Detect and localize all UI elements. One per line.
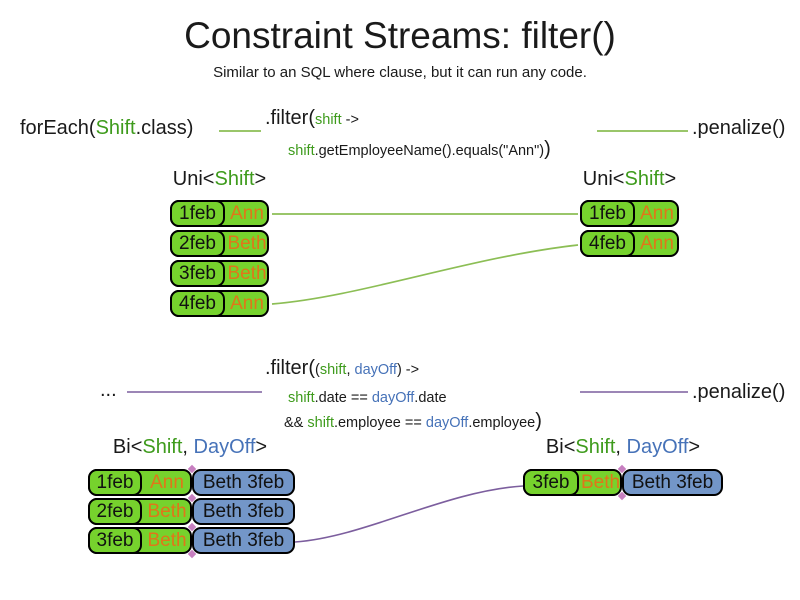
uni-left-label: Uni<Shift>: [170, 168, 269, 190]
label-pre: Uni<: [172, 168, 215, 190]
label-post: >: [255, 436, 268, 458]
table-row: 2feb Beth Beth 3feb: [88, 498, 295, 525]
page-title: Constraint Streams: filter(): [184, 15, 616, 56]
shift-date-cell: 2feb: [170, 230, 225, 257]
shift-name-cell: Beth: [147, 500, 187, 522]
filter-param: shift: [315, 112, 342, 128]
table-row: 1feb Ann Beth 3feb: [88, 469, 295, 496]
label-post: >: [254, 168, 267, 190]
uni-right-table: 1feb Ann 4feb Ann: [580, 200, 679, 257]
lambda-open-paren: (: [315, 362, 320, 378]
filter-bottom-body-line2: && shift.employee == dayOff.employee): [284, 410, 542, 435]
shift-name-cell: Beth: [227, 262, 267, 284]
body-param: shift: [288, 143, 315, 159]
dayoff-box: Beth 3feb: [192, 469, 295, 496]
label-post: >: [664, 168, 677, 190]
filter-close-paren: ): [544, 138, 551, 160]
label-type-shift: Shift: [142, 436, 183, 458]
bi-right-label: Bi<Shift, DayOff>: [523, 436, 723, 458]
connector-row-4feb-ann: [271, 244, 579, 305]
shift-name-cell: Ann: [150, 471, 184, 493]
param-shift: shift: [288, 390, 315, 406]
filter-arrow: ->: [341, 112, 359, 128]
and-operator: &&: [284, 415, 308, 431]
code-filter-bottom: .filter((shift, dayOff) -> shift.date ==…: [265, 356, 542, 435]
label-pre: Uni<: [582, 168, 625, 190]
label-pre: Bi<: [112, 436, 143, 458]
filter-top-signature: .filter(shift ->: [265, 106, 551, 132]
table-row: 3feb Beth Beth 3feb: [523, 469, 723, 496]
dayoff-box: Beth 3feb: [622, 469, 723, 496]
label-separator: ,: [615, 436, 627, 458]
comparison-operator: .employee ==: [333, 415, 426, 431]
lambda-param-shift: shift: [319, 362, 347, 378]
shift-date-cell: 3feb: [88, 527, 142, 554]
label-separator: ,: [182, 436, 194, 458]
shift-name-cell: Beth: [147, 529, 187, 551]
shift-date-cell: 3feb: [523, 469, 579, 496]
table-row: 3feb Beth Beth 3feb: [88, 527, 295, 554]
code-filter-top: .filter(shift -> shift.getEmployeeName()…: [265, 106, 551, 161]
uni-right-label: Uni<Shift>: [580, 168, 679, 190]
table-row: 3feb Beth: [170, 260, 269, 287]
foreach-class-type: Shift: [95, 117, 136, 139]
shift-name-cell: Ann: [230, 202, 264, 224]
shift-date-cell: 4feb: [580, 230, 635, 257]
label-type-dayoff: DayOff: [193, 436, 256, 458]
dayoff-box: Beth 3feb: [192, 498, 295, 525]
shift-name-cell: Beth: [580, 471, 621, 493]
label-type-dayoff: DayOff: [626, 436, 689, 458]
comparison-operator: .date ==: [314, 390, 372, 406]
param-shift: shift: [307, 415, 334, 431]
label-type-shift: Shift: [575, 436, 616, 458]
bi-left-table: 1feb Ann Beth 3feb 2feb Beth Beth 3feb 3…: [88, 469, 295, 554]
foreach-suffix: .class): [135, 117, 194, 139]
page-subtitle: Similar to an SQL where clause, but it c…: [213, 64, 587, 81]
filter-bottom-body-line1: shift.date == dayOff.date: [288, 385, 542, 410]
dayoff-box: Beth 3feb: [192, 527, 295, 554]
filter-method: .filter(: [265, 107, 315, 129]
filter-bottom-signature: .filter((shift, dayOff) ->: [265, 356, 542, 382]
connector-row-3feb-beth: [294, 485, 524, 543]
table-row: 4feb Ann: [170, 290, 269, 317]
code-penalize-bottom: .penalize(): [692, 381, 786, 403]
label-type-shift: Shift: [214, 168, 255, 190]
filter-close-paren: ): [535, 410, 542, 432]
table-row: 4feb Ann: [580, 230, 679, 257]
shift-name-cell: Ann: [230, 292, 264, 314]
shift-name-cell: Ann: [640, 202, 674, 224]
shift-date-cell: 2feb: [88, 498, 142, 525]
employee-accessor: .employee: [468, 415, 536, 431]
shift-name-cell: Beth: [227, 232, 267, 254]
code-ellipsis: ...: [100, 379, 117, 401]
shift-date-cell: 1feb: [88, 469, 142, 496]
label-post: >: [688, 436, 701, 458]
lambda-arrow: ) ->: [396, 362, 420, 378]
filter-method: .filter(: [265, 357, 315, 379]
foreach-prefix: forEach(: [20, 117, 96, 139]
date-accessor: .date: [414, 390, 447, 406]
bi-left-label: Bi<Shift, DayOff>: [60, 436, 320, 458]
body-expression: .getEmployeeName().equals("Ann"): [314, 143, 545, 159]
table-row: 1feb Ann: [170, 200, 269, 227]
param-dayoff: dayOff: [425, 415, 469, 431]
table-row: 1feb Ann: [580, 200, 679, 227]
table-row: 2feb Beth: [170, 230, 269, 257]
shift-date-cell: 4feb: [170, 290, 225, 317]
uni-left-table: 1feb Ann 2feb Beth 3feb Beth 4feb Ann: [170, 200, 269, 317]
bi-right-table: 3feb Beth Beth 3feb: [523, 469, 723, 496]
param-dayoff: dayOff: [371, 390, 415, 406]
label-type-shift: Shift: [624, 168, 665, 190]
code-foreach: forEach(Shift.class): [20, 116, 193, 140]
label-pre: Bi<: [545, 436, 576, 458]
shift-name-cell: Ann: [640, 232, 674, 254]
lambda-param-dayoff: dayOff: [354, 362, 397, 378]
shift-date-cell: 1feb: [580, 200, 635, 227]
shift-date-cell: 1feb: [170, 200, 225, 227]
code-penalize-top: .penalize(): [692, 117, 786, 139]
shift-date-cell: 3feb: [170, 260, 225, 287]
filter-top-body: shift.getEmployeeName().equals("Ann")): [288, 139, 551, 161]
lambda-comma: ,: [346, 362, 355, 378]
